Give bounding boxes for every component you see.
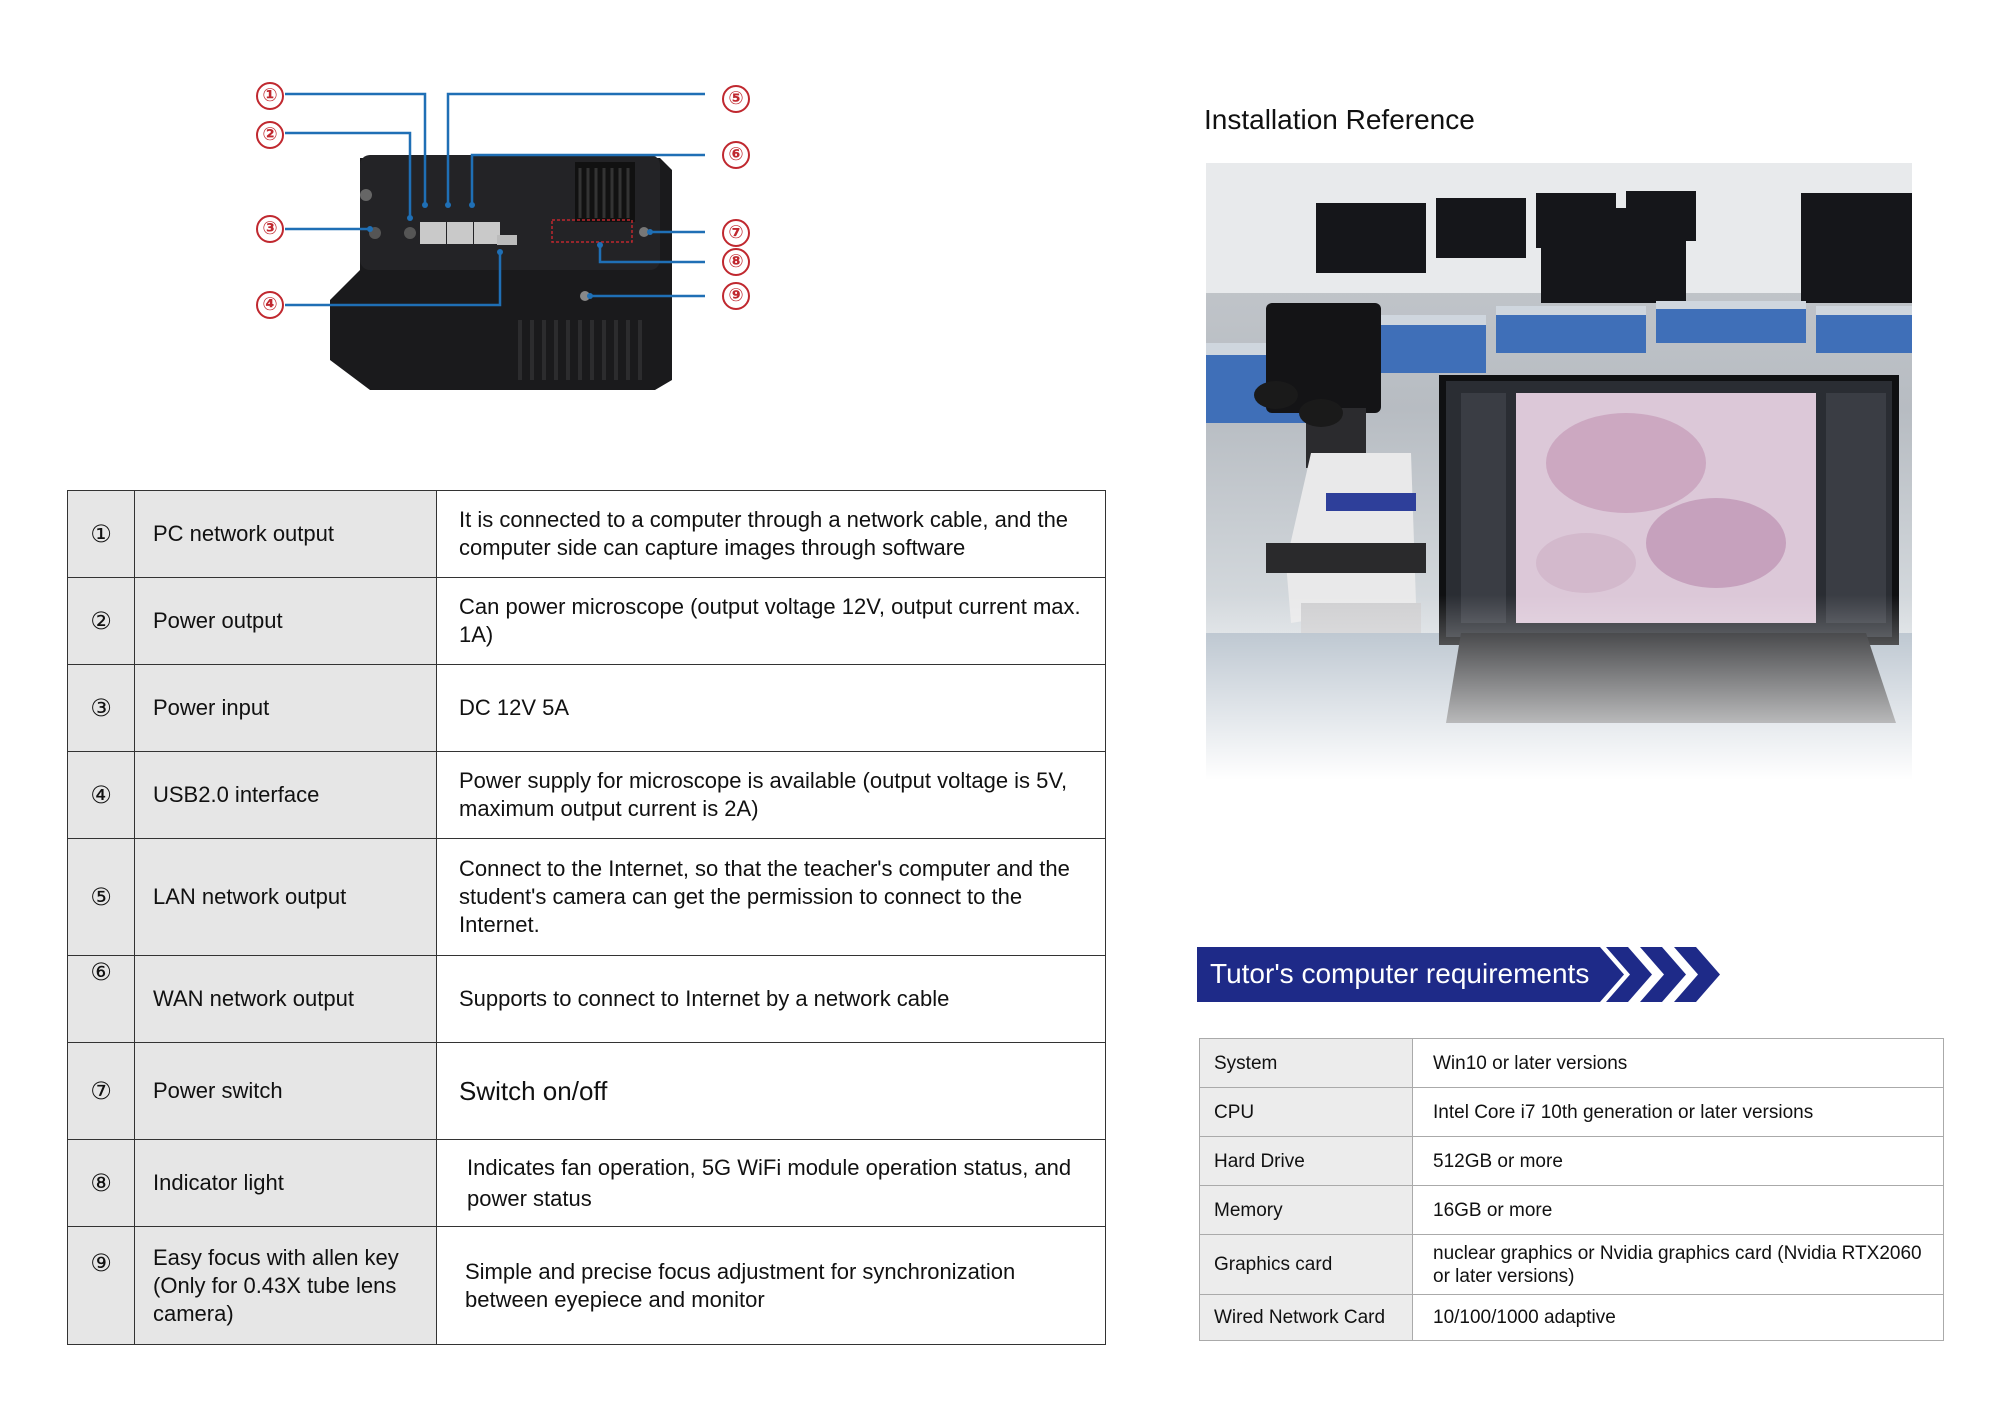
port-description: Supports to connect to Internet by a net… xyxy=(436,955,1106,1043)
logo-dot xyxy=(360,189,372,201)
pc-ethernet-port xyxy=(420,222,446,244)
table-row: ⑥ WAN network output Supports to connect… xyxy=(67,955,1106,1043)
dc-output-port xyxy=(404,227,416,239)
requirement-key: CPU xyxy=(1199,1087,1413,1137)
row-number: ⑦ xyxy=(67,1042,135,1140)
row-number: ① xyxy=(67,490,135,578)
vent-grille xyxy=(575,162,635,222)
table-row: Wired Network Card 10/100/1000 adaptive xyxy=(1199,1294,1944,1341)
callout-1: ① xyxy=(256,82,284,110)
device-illustration xyxy=(285,92,705,390)
port-description: Indicates fan operation, 5G WiFi module … xyxy=(436,1139,1106,1227)
computer-requirements-table: System Win10 or later versions CPU Intel… xyxy=(1199,1038,1944,1341)
wan-ethernet-port xyxy=(474,222,500,244)
port-description: DC 12V 5A xyxy=(436,664,1106,752)
callout-4: ④ xyxy=(256,291,284,319)
usb-port xyxy=(497,235,517,245)
requirement-key: System xyxy=(1199,1038,1413,1088)
table-row: Hard Drive 512GB or more xyxy=(1199,1136,1944,1186)
row-number: ⑤ xyxy=(67,838,135,956)
port-name: Indicator light xyxy=(134,1139,437,1227)
chevron-arrows-icon xyxy=(1600,947,1720,1002)
row-number: ② xyxy=(67,577,135,665)
row-number: ⑨ xyxy=(67,1226,135,1345)
row-number: ⑥ xyxy=(67,955,135,1043)
table-row: ⑦ Power switch Switch on/off xyxy=(67,1042,1106,1140)
callout-2: ② xyxy=(256,121,284,149)
table-row: Memory 16GB or more xyxy=(1199,1185,1944,1235)
table-row: ⑨ Easy focus with allen key (Only for 0.… xyxy=(67,1226,1106,1345)
port-name: PC network output xyxy=(134,490,437,578)
table-row: ③ Power input DC 12V 5A xyxy=(67,664,1106,752)
indicator-light-strip xyxy=(551,219,633,243)
port-description: Power supply for microscope is available… xyxy=(436,751,1106,839)
table-row: ② Power output Can power microscope (out… xyxy=(67,577,1106,665)
port-description: Can power microscope (output voltage 12V… xyxy=(436,577,1106,665)
power-switch xyxy=(639,227,649,237)
requirement-value: Intel Core i7 10th generation or later v… xyxy=(1412,1087,1944,1137)
requirement-value: 512GB or more xyxy=(1412,1136,1944,1186)
table-row: Graphics card nuclear graphics or Nvidia… xyxy=(1199,1234,1944,1295)
focus-adjust-hole xyxy=(580,291,590,301)
port-description: Simple and precise focus adjustment for … xyxy=(436,1226,1106,1345)
device-port-diagram: ① ② ③ ④ ⑤ ⑥ ⑦ ⑧ ⑨ xyxy=(0,0,1100,470)
port-description: It is connected to a computer through a … xyxy=(436,490,1106,578)
row-number: ④ xyxy=(67,751,135,839)
port-name: LAN network output xyxy=(134,838,437,956)
classroom-illustration xyxy=(1206,163,1912,780)
requirement-value: 16GB or more xyxy=(1412,1185,1944,1235)
table-row: ⑧ Indicator light Indicates fan operatio… xyxy=(67,1139,1106,1227)
requirement-key: Graphics card xyxy=(1199,1234,1413,1295)
requirement-value: Win10 or later versions xyxy=(1412,1038,1944,1088)
port-name: Power output xyxy=(134,577,437,665)
leader-lines xyxy=(285,92,705,307)
table-row: ⑤ LAN network output Connect to the Inte… xyxy=(67,838,1106,956)
requirement-key: Memory xyxy=(1199,1185,1413,1235)
port-spec-table: ① PC network output It is connected to a… xyxy=(67,490,1106,1345)
row-number: ⑧ xyxy=(67,1139,135,1227)
installation-photo xyxy=(1206,163,1912,780)
lan-ethernet-port xyxy=(447,222,473,244)
requirement-key: Hard Drive xyxy=(1199,1136,1413,1186)
row-number: ③ xyxy=(67,664,135,752)
requirement-value: nuclear graphics or Nvidia graphics card… xyxy=(1412,1234,1944,1295)
callout-8: ⑧ xyxy=(722,248,750,276)
callout-7: ⑦ xyxy=(722,219,750,247)
requirement-value: 10/100/1000 adaptive xyxy=(1412,1294,1944,1341)
callout-5: ⑤ xyxy=(722,85,750,113)
table-row: ④ USB2.0 interface Power supply for micr… xyxy=(67,751,1106,839)
side-vents xyxy=(518,320,642,380)
port-name: Easy focus with allen key (Only for 0.43… xyxy=(134,1226,437,1345)
callout-6: ⑥ xyxy=(722,141,750,169)
requirements-banner xyxy=(1197,947,1627,1002)
port-description: Switch on/off xyxy=(436,1042,1106,1140)
port-name: Power switch xyxy=(134,1042,437,1140)
port-name: USB2.0 interface xyxy=(134,751,437,839)
table-row: CPU Intel Core i7 10th generation or lat… xyxy=(1199,1087,1944,1137)
port-name: Power input xyxy=(134,664,437,752)
requirement-key: Wired Network Card xyxy=(1199,1294,1413,1341)
callout-9: ⑨ xyxy=(722,282,750,310)
leader-endpoints xyxy=(367,202,653,299)
port-name: WAN network output xyxy=(134,955,437,1043)
requirements-title: Tutor's computer requirements xyxy=(1210,958,1590,989)
table-row: ① PC network output It is connected to a… xyxy=(67,490,1106,578)
port-description: Connect to the Internet, so that the tea… xyxy=(436,838,1106,956)
installation-reference-title: Installation Reference xyxy=(1204,104,1475,135)
callout-3: ③ xyxy=(256,215,284,243)
table-row: System Win10 or later versions xyxy=(1199,1038,1944,1088)
